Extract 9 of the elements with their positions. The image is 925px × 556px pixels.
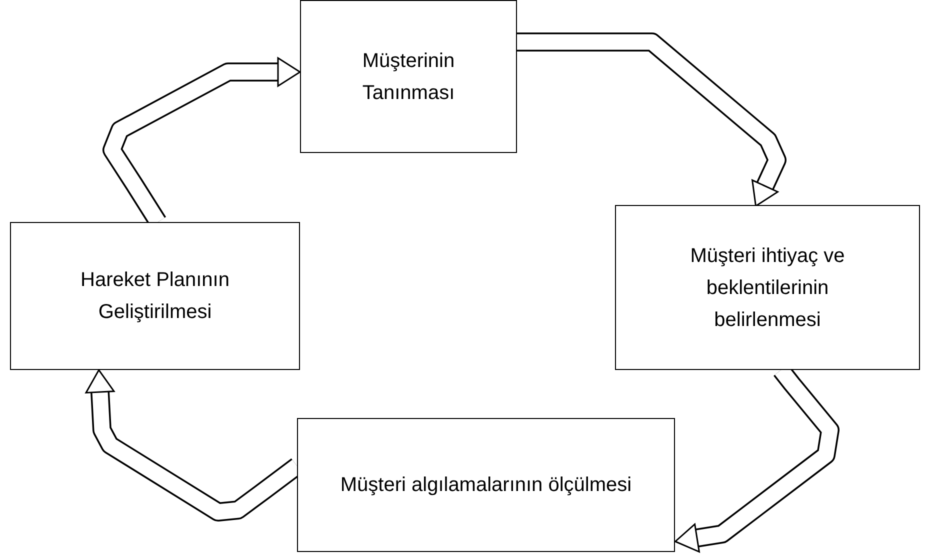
block-arrow [517,32,786,208]
node-text: Müşteri algılamalarının ölçülmesi [340,473,632,498]
process-box [300,0,517,153]
node-text: Hareket Planının Geliştirilmesi [80,268,230,325]
process-box [615,205,920,370]
node-text: Müşterinin Tanınması [361,48,456,106]
process-box [297,418,675,552]
process-box [10,222,300,370]
node-text: Müşteri ihtiyaç ve beklentilerinin belirlenmesi [689,244,846,332]
